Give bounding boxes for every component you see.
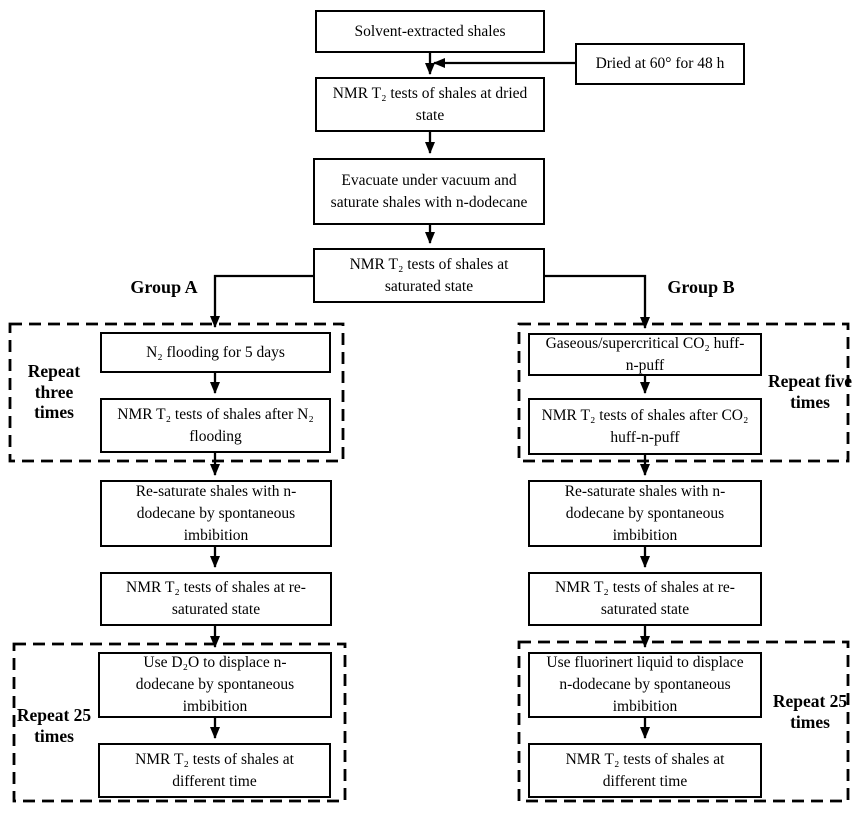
node-dried-note: Dried at 60° for 48 h: [575, 43, 745, 85]
node-a-nmr-after-flooding: NMR T₂ tests of shales after N₂ flooding: [100, 398, 331, 453]
repeat-three-times-label: Repeat three times: [27, 361, 81, 423]
node-nmr-saturated-state: NMR T₂ tests of shales at saturated stat…: [313, 248, 545, 303]
group-b-label: Group B: [667, 277, 735, 297]
node-b-nmr-different-time: NMR T₂ tests of shales at different time: [528, 743, 762, 798]
node-b-co2-huff-n-puff: Gaseous/supercritical CO₂ huff-n-puff: [528, 333, 762, 376]
repeat-25-times-label-b: Repeat 25 times: [772, 691, 848, 732]
node-b-nmr-after-huff: NMR T₂ tests of shales after CO₂ huff-n-…: [528, 398, 762, 455]
repeat-box-group-a-flooding: [8, 322, 345, 463]
group-a-label: Group A: [130, 277, 198, 297]
repeat-box-group-a-displacement: [12, 642, 347, 803]
repeat-box-group-b-huff: [517, 322, 850, 463]
repeat-box-group-b-displacement: [517, 640, 850, 803]
arrow-branch-to-group-a: [210, 274, 314, 328]
node-nmr-dried-state: NMR T₂ tests of shales at dried state: [315, 77, 545, 132]
arrow-branch-to-group-b: [544, 274, 650, 329]
node-solvent-extracted-shales: Solvent-extracted shales: [315, 10, 545, 53]
node-a-nmr-resaturated: NMR T₂ tests of shales at re-saturated s…: [100, 572, 332, 626]
node-b-fluorinert-displace: Use fluorinert liquid to displace n-dode…: [528, 652, 762, 718]
repeat-25-times-label-a: Repeat 25 times: [16, 705, 92, 746]
repeat-five-times-label: Repeat five times: [767, 371, 853, 412]
node-evacuate-saturate: Evacuate under vacuum and saturate shale…: [313, 158, 545, 225]
node-b-resaturate: Re-saturate shales with n-dodecane by sp…: [528, 480, 762, 547]
node-a-n2-flooding: N₂ flooding for 5 days: [100, 332, 331, 373]
node-a-nmr-different-time: NMR T₂ tests of shales at different time: [98, 743, 331, 798]
node-a-resaturate: Re-saturate shales with n-dodecane by sp…: [100, 480, 332, 547]
node-a-d2o-displace: Use D₂O to displace n-dodecane by sponta…: [98, 652, 332, 718]
node-b-nmr-resaturated: NMR T₂ tests of shales at re-saturated s…: [528, 572, 762, 626]
